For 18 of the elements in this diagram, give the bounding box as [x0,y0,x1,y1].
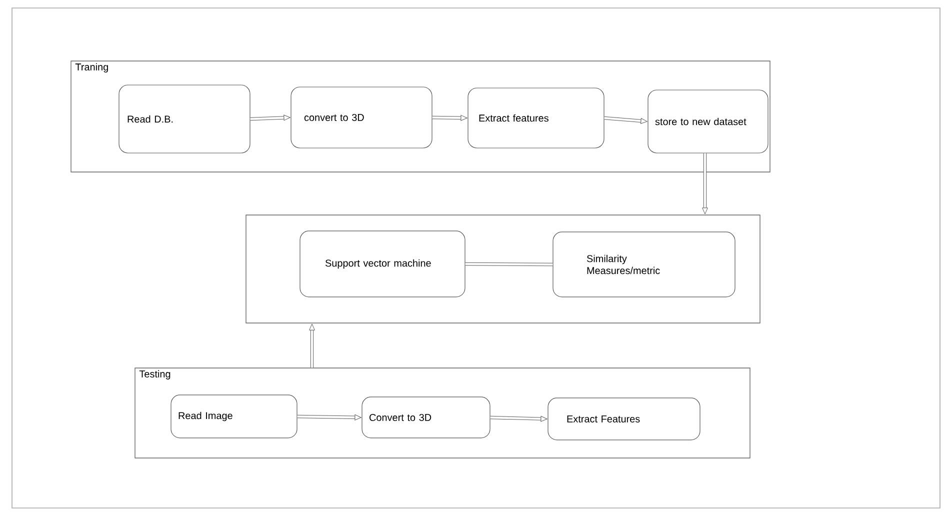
process-box: convert to 3D [290,86,432,148]
process-box: Extract features [468,88,604,148]
process-box: store to new dataset [648,90,768,154]
connector [465,262,553,266]
arrow [309,324,315,368]
arrow [490,416,548,422]
process-box: Support vector machine [300,230,466,298]
arrow [250,114,290,121]
process-box: Read D.B. [118,84,250,154]
process-box: Convert to 3D [362,396,490,438]
process-box: Extract Features [548,398,700,440]
process-box: Read Image [170,394,298,438]
arrow [432,114,468,121]
arrow [604,116,648,124]
group-box [246,214,760,324]
arrow [702,153,708,214]
arrow [297,414,362,420]
process-box: Similarity Measures/metric [552,232,736,298]
